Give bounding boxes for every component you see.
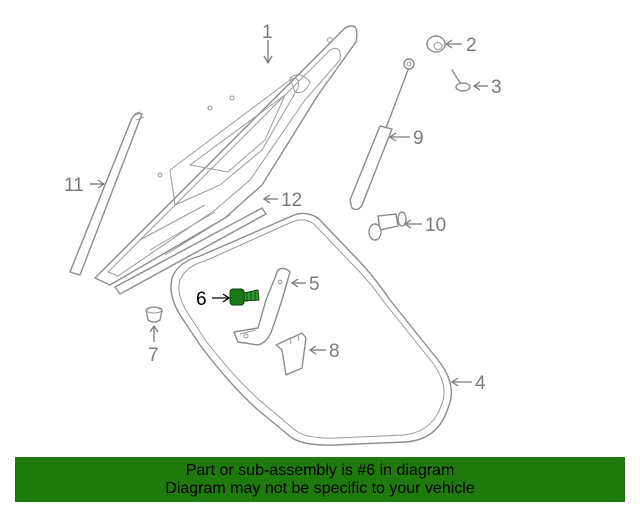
part-3-pin [451,69,471,92]
banner-line-1: Part or sub-assembly is #6 in diagram [185,461,455,479]
leader-lines [90,39,488,387]
part-12-seal-strip [114,207,267,295]
info-banner: Part or sub-assembly is #6 in diagram Di… [15,457,625,502]
callout-10: 10 [425,215,446,236]
part-2-grommet [426,35,446,53]
banner-line-2: Diagram may not be specific to your vehi… [165,479,475,497]
callout-12: 12 [281,190,302,211]
callout-2: 2 [466,35,477,56]
callout-4: 4 [475,373,486,394]
callout-6: 6 [196,289,207,310]
callout-11: 11 [64,175,84,196]
callout-7: 7 [148,345,159,366]
callout-8: 8 [329,341,340,362]
part-11-weatherstrip [69,111,145,276]
callout-9: 9 [413,128,424,149]
part-5-hinge [233,267,291,346]
callout-1: 1 [262,22,273,43]
part-7-bumper [145,306,163,323]
part-6-bolt [229,288,260,306]
part-8-clip [275,332,307,376]
callout-5: 5 [309,274,320,295]
part-1-panel [94,25,358,286]
parts-diagram: 1 2 3 9 10 11 12 5 6 7 8 4 [64,22,502,446]
part-4-glass [170,212,452,446]
callout-3: 3 [491,77,502,98]
part-10-push-pin [368,211,407,241]
part-9-strut [349,58,415,211]
